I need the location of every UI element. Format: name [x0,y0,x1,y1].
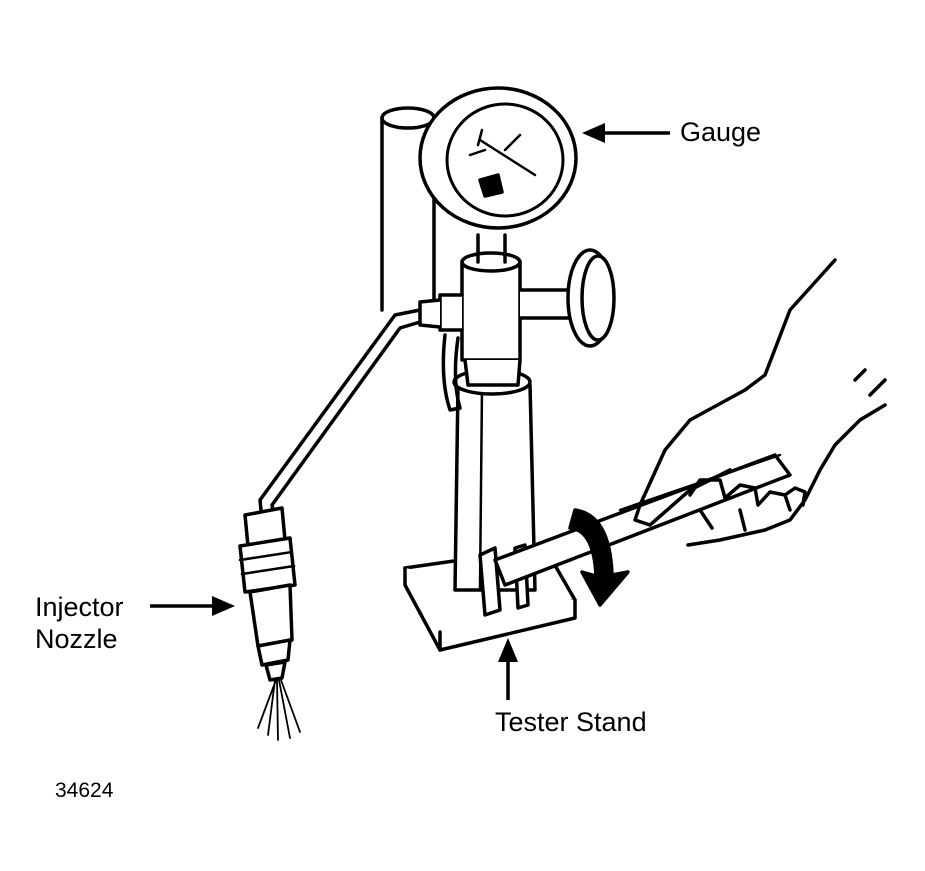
high-pressure-line [258,308,422,522]
tester-stand-arrow [498,638,518,700]
pump-direction-arrow [568,508,630,607]
operator-hand [633,258,887,547]
injector-label-line1: Injector [35,592,124,622]
pressure-gauge [418,86,578,230]
injector-arrow [150,596,235,616]
fuel-spray [257,679,301,741]
outlet-fitting [418,293,464,412]
gauge-label: Gauge [680,117,762,147]
injector-label-line2: Nozzle [35,624,118,654]
gauge-arrow [582,123,670,143]
injector-nozzle [238,506,297,682]
tester-stand-label: Tester Stand [495,707,647,737]
pressure-valve-knob [518,248,616,348]
figure-number: 34624 [55,779,114,802]
injector-nozzle-label: Injector Nozzle [35,591,124,655]
pump-body [460,233,522,387]
pump-lever [493,453,792,587]
